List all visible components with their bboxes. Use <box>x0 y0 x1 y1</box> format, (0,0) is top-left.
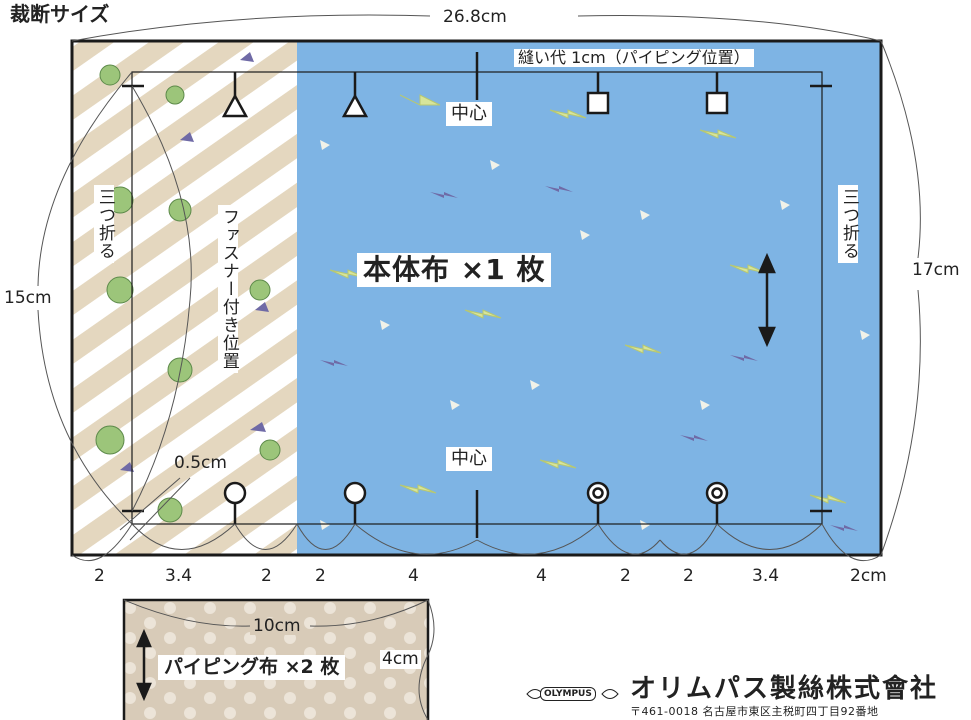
piping-grain-arrow <box>136 628 152 702</box>
body-fabric-label: 本体布 ×1 枚 <box>357 253 552 287</box>
purple-bow-motifs <box>320 186 858 531</box>
bottom-dim-3: 2 <box>261 566 272 586</box>
bottom-dim-5: 4 <box>408 566 419 586</box>
blue-fabric-area <box>297 41 881 555</box>
bottom-dim-8: 2 <box>683 566 694 586</box>
piping-height-arc <box>418 599 435 720</box>
left-height-label: 15cm <box>4 288 52 308</box>
fold-left-label: 三つ折る <box>94 185 115 263</box>
height-label: 17cm <box>912 260 960 280</box>
top-markers <box>221 72 729 118</box>
left-dimension-arc <box>37 71 133 287</box>
bottom-dim-4: 2 <box>315 566 326 586</box>
bottom-dim-6: 4 <box>536 566 547 586</box>
piping-width-label: 10cm <box>250 618 304 635</box>
bottom-markers <box>223 481 729 524</box>
small-triangle-motifs <box>320 140 870 530</box>
bottom-dim-2: 3.4 <box>165 566 193 586</box>
grain-arrow <box>758 252 776 348</box>
piping-height-label: 4cm <box>380 649 421 669</box>
zipper-position-label: ファスナー付き位置 <box>218 205 239 373</box>
bottom-dim-1: 2 <box>94 566 105 586</box>
company-logo: OLYMPUS <box>525 683 620 705</box>
width-label: 26.8cm <box>443 7 507 27</box>
bow-motifs <box>329 94 847 504</box>
bottom-dim-9: 3.4 <box>752 566 780 586</box>
piping-width-arc <box>123 599 251 627</box>
center-top-label: 中心 <box>446 102 492 126</box>
height-dimension-arc <box>880 40 921 259</box>
fold-right-label: 三つ折る <box>838 185 859 263</box>
offset-label: 0.5cm <box>174 453 227 473</box>
bottom-dim-10: 2cm <box>850 566 887 586</box>
center-bottom-label: 中心 <box>446 447 492 471</box>
piping-fabric-label: パイピング布 ×2 枚 <box>158 655 346 680</box>
body-fabric-outline <box>70 39 883 557</box>
logo-text: OLYMPUS <box>540 687 596 701</box>
company-address: 〒461-0018 名古屋市東区主税町四丁目92番地 <box>630 705 879 718</box>
bottom-dim-7: 2 <box>620 566 631 586</box>
seam-allowance-label: 縫い代 1cm（パイピング位置） <box>514 49 754 67</box>
flower-motifs <box>95 64 281 523</box>
company-name: オリムパス製絲株式會社 <box>630 674 939 704</box>
bottom-dimension-arcs <box>71 523 882 562</box>
width-dimension-arc <box>71 14 431 42</box>
page-title: 裁断サイズ <box>10 2 110 26</box>
